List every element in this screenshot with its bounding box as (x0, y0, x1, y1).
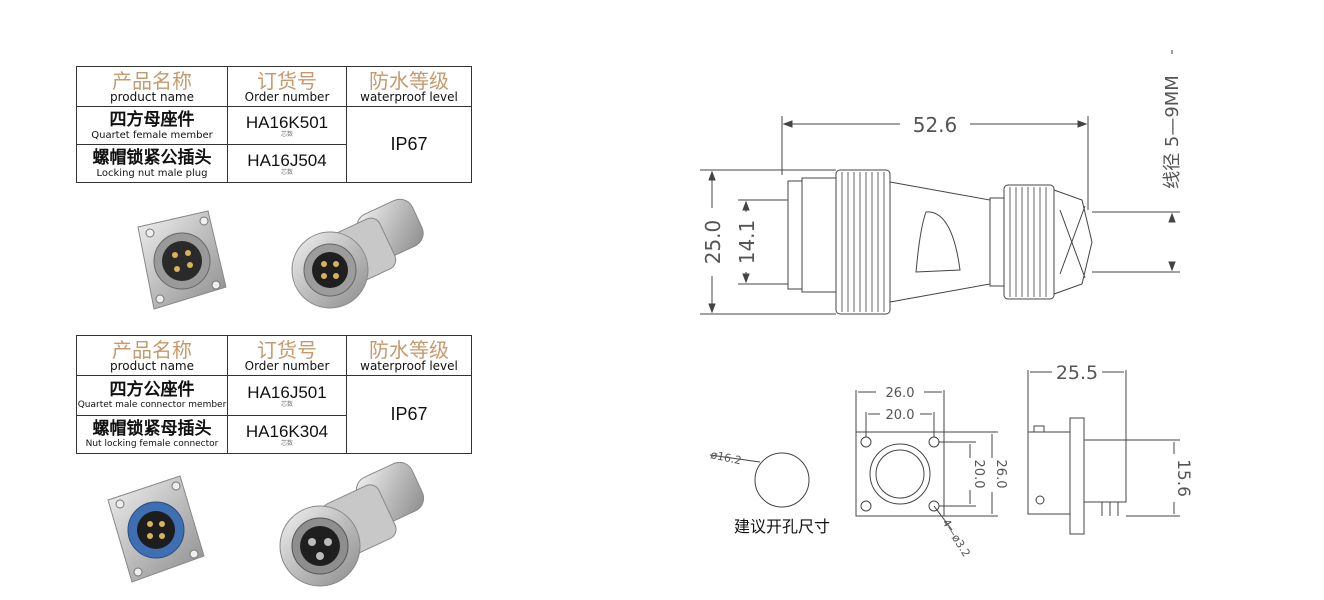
flange-outer-dimension: 26.0 (886, 386, 915, 401)
product-name-cell: 四方母座件 Quartet female member (76, 106, 228, 145)
cutout-diameter: ø16.2 (709, 448, 742, 467)
male-plug-image (291, 198, 424, 309)
waterproof-level-cell: IP67 (346, 106, 472, 183)
table-row: 四方母座件 Quartet female member HA16K501 芯数 … (76, 106, 472, 183)
header-row: 产品名称 product name 订货号 Order number 防水等级 … (76, 335, 472, 376)
header-product-name: 产品名称 product name (76, 66, 228, 107)
table-row: 螺帽锁紧母插头 Nut locking female connector HA1… (76, 415, 472, 454)
cable-diameter-label: 线径 5—9MM (1162, 75, 1183, 189)
order-code-cell: HA16J501 芯数 (227, 375, 347, 416)
side-width-dimension: 25.5 (1056, 362, 1098, 384)
waterproof-level-cell: IP67 (346, 375, 472, 454)
technical-drawing: 52.6 25.0 14.1 线径 5—9MM ø16.2 建议开孔尺寸 26.… (700, 50, 1193, 560)
mounting-holes-label: 4—ø3.2 (939, 517, 972, 560)
product-name-cell: 螺帽锁紧母插头 Nut locking female connector (76, 415, 228, 454)
table-row: 四方公座件 Quartet male connector member HA16… (76, 375, 472, 454)
side-height-dimension: 15.6 (1173, 459, 1193, 497)
product-name-cell: 四方公座件 Quartet male connector member (76, 375, 228, 416)
header-waterproof-level: 防水等级 waterproof level (346, 335, 472, 376)
header-row: 产品名称 product name 订货号 Order number 防水等级 … (76, 66, 472, 107)
table-row: 螺帽锁紧公插头 Locking nut male plug HA16J504 芯… (76, 144, 472, 183)
header-order-number: 订货号 Order number (227, 335, 347, 376)
length-dimension: 52.6 (913, 113, 958, 137)
cutout-label: 建议开孔尺寸 (734, 517, 830, 536)
female-plug-image (279, 462, 425, 587)
header-order-number: 订货号 Order number (227, 66, 347, 107)
header-product-name: 产品名称 product name (76, 335, 228, 376)
flange-outer-vertical-dimension: 26.0 (993, 460, 1008, 489)
product-name-cell: 螺帽锁紧公插头 Locking nut male plug (76, 144, 228, 183)
order-code-cell: HA16J504 芯数 (227, 144, 347, 183)
flange-inner-vertical-dimension: 20.0 (971, 460, 986, 489)
flange-inner-dimension: 20.0 (886, 408, 915, 423)
inner-dimension: 14.1 (735, 220, 759, 265)
order-code-cell: HA16K304 芯数 (227, 415, 347, 454)
square-male-socket-image (107, 475, 205, 583)
header-waterproof-level: 防水等级 waterproof level (346, 66, 472, 107)
order-code-cell: HA16K501 芯数 (227, 106, 347, 145)
diameter-dimension: 25.0 (701, 220, 725, 265)
spec-table-1: 产品名称 product name 订货号 Order number 防水等级 … (76, 66, 472, 183)
square-female-socket-image (137, 210, 227, 310)
spec-table-2: 产品名称 product name 订货号 Order number 防水等级 … (76, 335, 472, 454)
